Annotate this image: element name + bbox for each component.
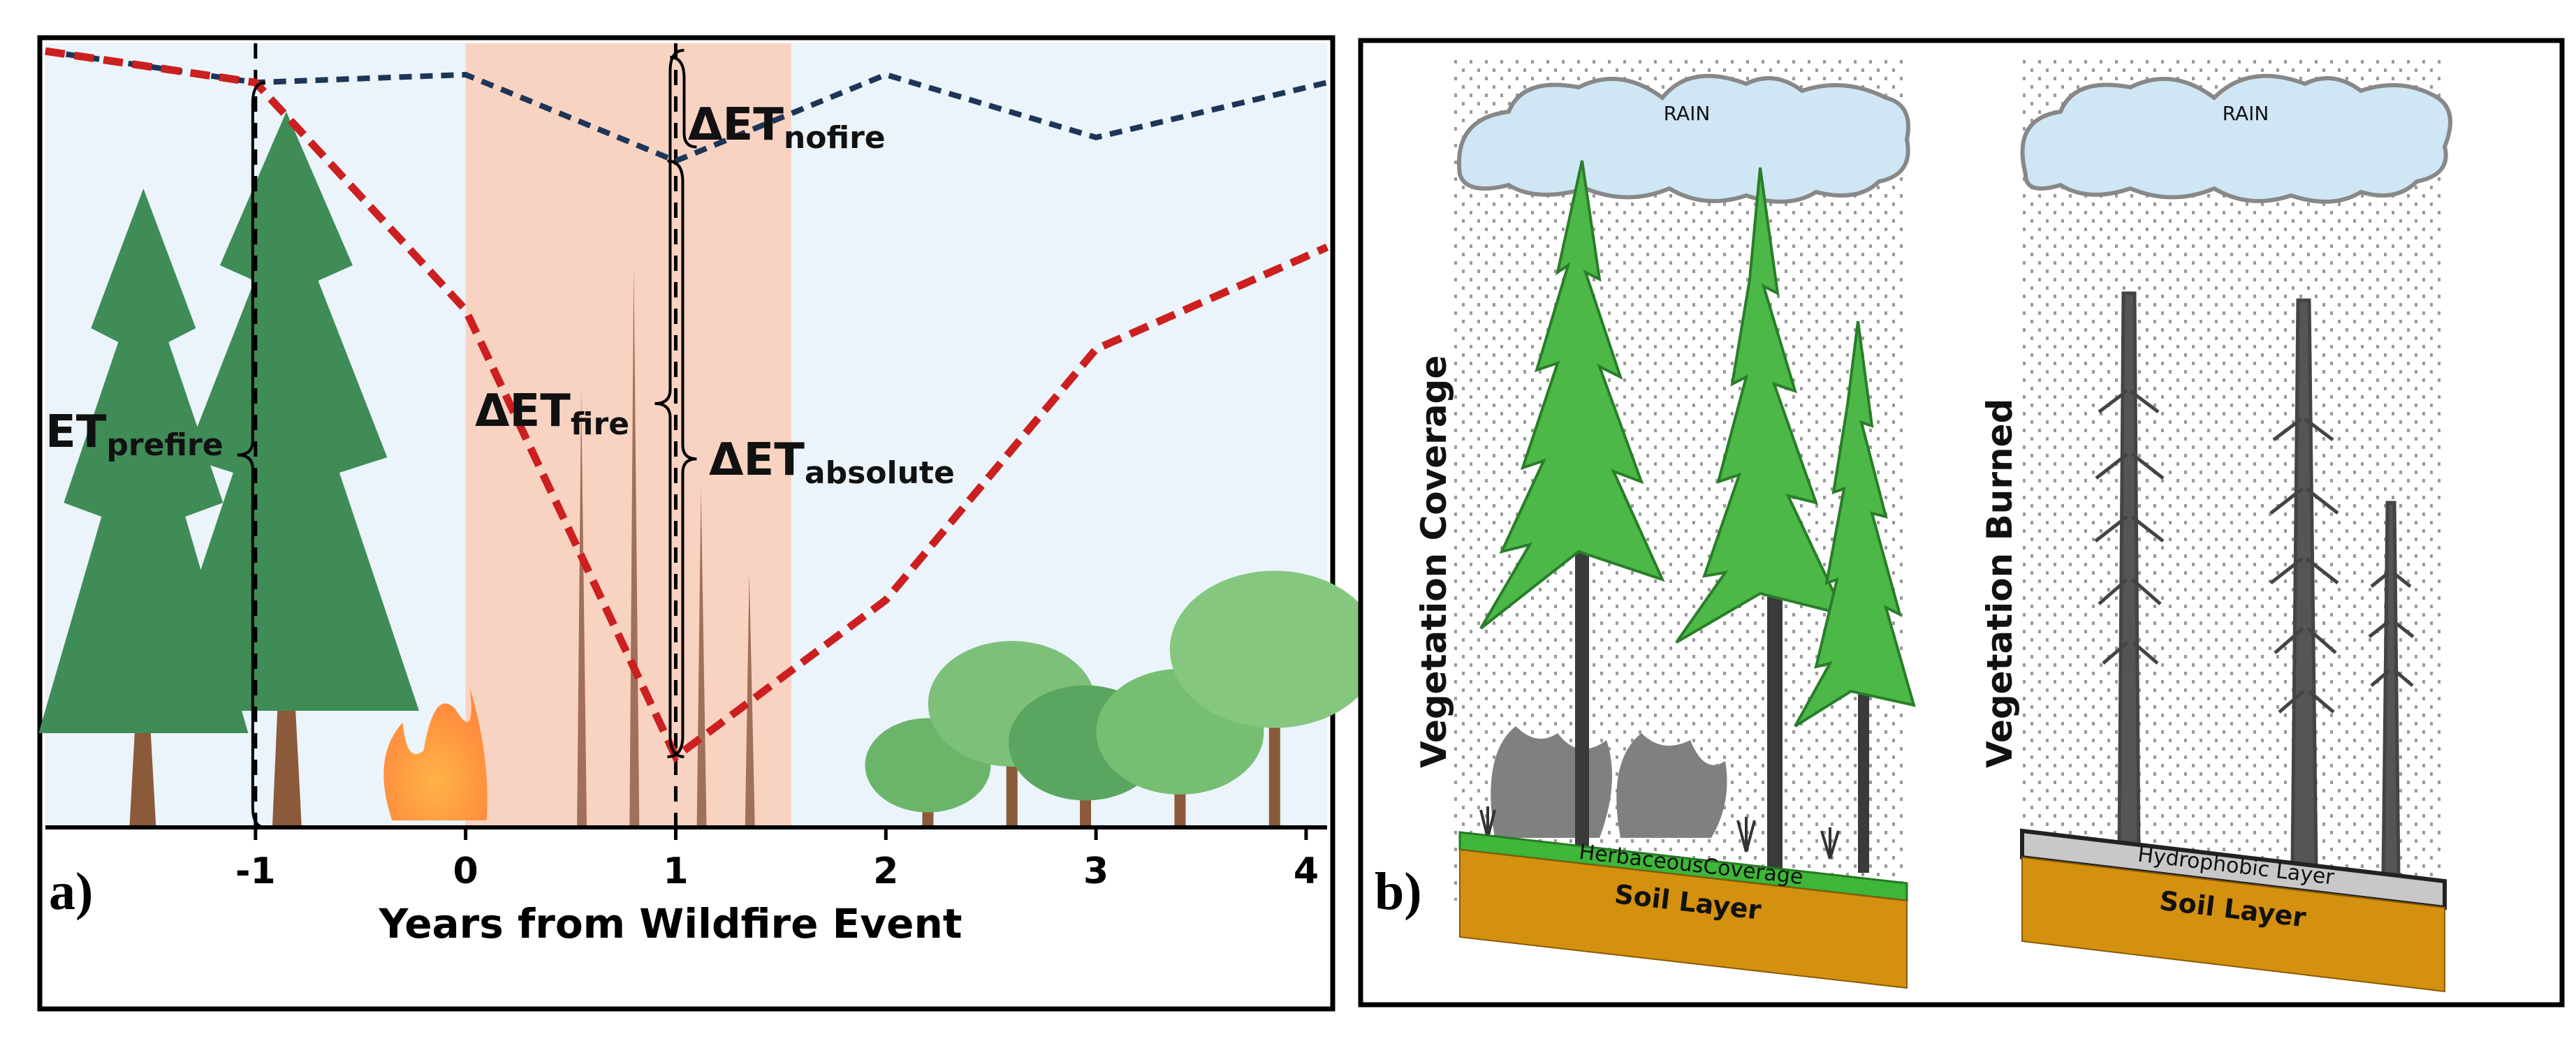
annotation-label: ETprefire — [45, 406, 224, 463]
regrowth-shrub — [1169, 570, 1380, 728]
illustration — [38, 112, 1380, 827]
x-axis-label: Years from Wildfire Event — [379, 900, 963, 947]
x-tick-label: 2 — [873, 850, 898, 892]
soil-layer — [2021, 856, 2445, 993]
vegetation-burned-label: Vegetation Burned — [1979, 399, 2020, 768]
x-axis-ticks: -1 0 1 2 3 4 — [235, 827, 1319, 892]
series-line — [45, 47, 1329, 763]
burned-tree — [629, 265, 640, 827]
fire-period-band — [465, 43, 791, 827]
green-trees — [1479, 160, 1916, 728]
soil-layer — [1459, 848, 1908, 989]
cloud — [2020, 73, 2452, 204]
brace-et-prefire — [237, 81, 266, 829]
brace-delta-et-absolute — [667, 159, 697, 758]
annotation-label: ΔETabsolute — [709, 434, 955, 491]
tree-trunks — [1575, 531, 1869, 880]
annotation-label: ΔETnofire — [688, 99, 886, 156]
scene-vegetation-coverage: RAIN — [1414, 56, 1916, 989]
rain-label: RAIN — [2223, 102, 2269, 125]
burned-tree — [745, 573, 755, 827]
x-tick-label: 3 — [1083, 850, 1108, 892]
burned-trees — [2094, 291, 2415, 878]
x-tick-label: 1 — [663, 850, 688, 892]
vegetation-coverage-label: Vegetation Coverage — [1414, 355, 1454, 768]
scene-vegetation-burned: RAIN Hydrophobic Layer Soil Layer Vegeta… — [1979, 56, 2452, 993]
panel-b: b) RAIN — [1358, 38, 2565, 1008]
evergreen-tree — [153, 112, 419, 711]
fire-icon — [383, 688, 488, 820]
panel-label-a: a) — [49, 862, 93, 921]
annotation-label: ΔETfire — [475, 385, 629, 442]
x-tick-label: 0 — [453, 850, 478, 892]
x-tick-label: 4 — [1294, 850, 1319, 892]
x-tick-label: -1 — [235, 850, 276, 892]
burned-tree — [577, 391, 587, 827]
brace-delta-et-nofire — [670, 56, 697, 149]
panel-label-b: b) — [1375, 862, 1422, 921]
rain-label: RAIN — [1664, 102, 1711, 125]
ground-plants — [1479, 806, 1840, 860]
cloud — [1456, 73, 1910, 204]
